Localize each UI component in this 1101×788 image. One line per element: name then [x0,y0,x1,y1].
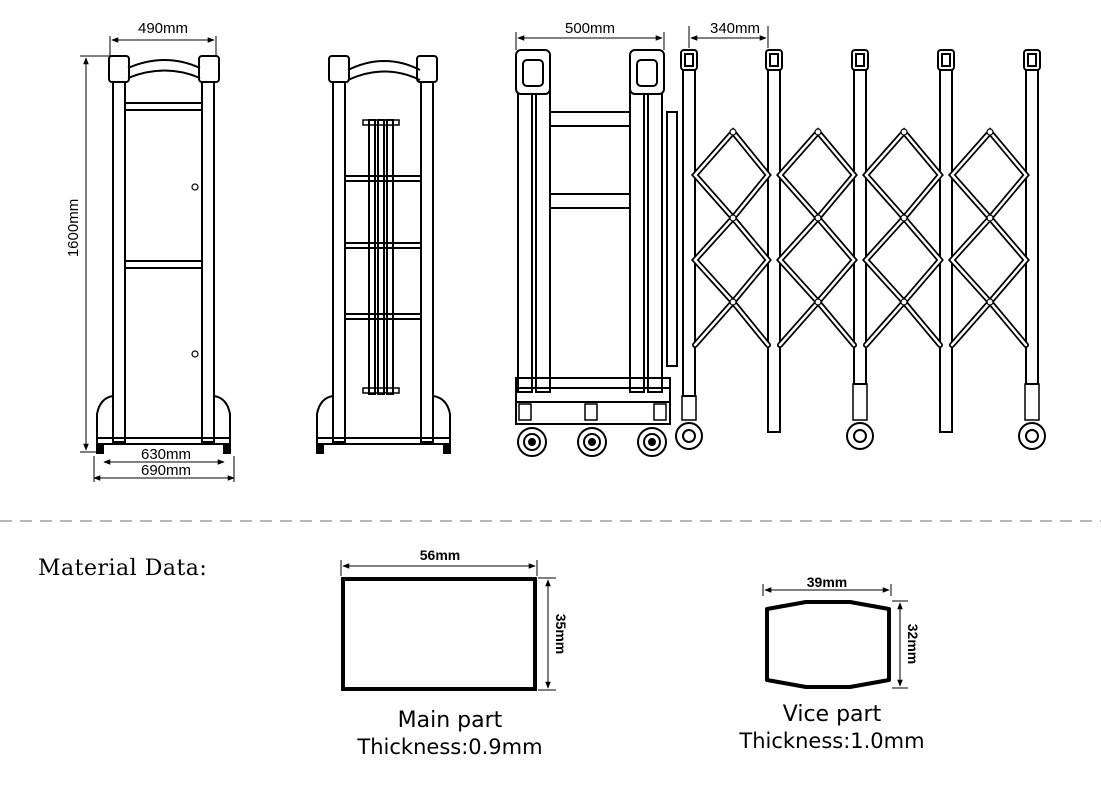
side-view [316,55,451,454]
vice-profile [762,584,908,689]
vice-part-caption: Vice part Thickness:1.0mm [712,702,952,753]
dim-head-width: 500mm [565,20,615,37]
front-view [80,36,231,454]
dim-base-outer: 690mm [141,462,191,479]
main-part-name: Main part [397,708,503,733]
main-profile [340,560,556,691]
dim-base-inner: 630mm [141,446,191,463]
main-part-thickness: Thickness:0.9mm [357,735,543,759]
main-part-caption: Main part Thickness:0.9mm [330,708,570,759]
vice-part-name: Vice part [782,702,882,727]
material-data-label: Material Data: [38,556,208,581]
dim-vice-width: 39mm [807,574,847,590]
dim-vice-height: 32mm [905,624,921,664]
extended-view [515,49,1046,457]
scissor-lattice [690,127,1030,348]
dim-front-height: 1600mm [65,199,82,257]
front-dimension-lines [83,37,235,482]
lattice-pivots [729,128,994,306]
dim-panel-spacing: 340mm [710,20,760,37]
extended-dimension-lines [515,26,769,50]
expansion-posts [680,49,1041,433]
vice-part-thickness: Thickness:1.0mm [739,729,925,753]
dim-main-height: 35mm [553,614,569,654]
dim-front-width: 490mm [138,20,188,37]
dim-main-width: 56mm [420,547,460,563]
